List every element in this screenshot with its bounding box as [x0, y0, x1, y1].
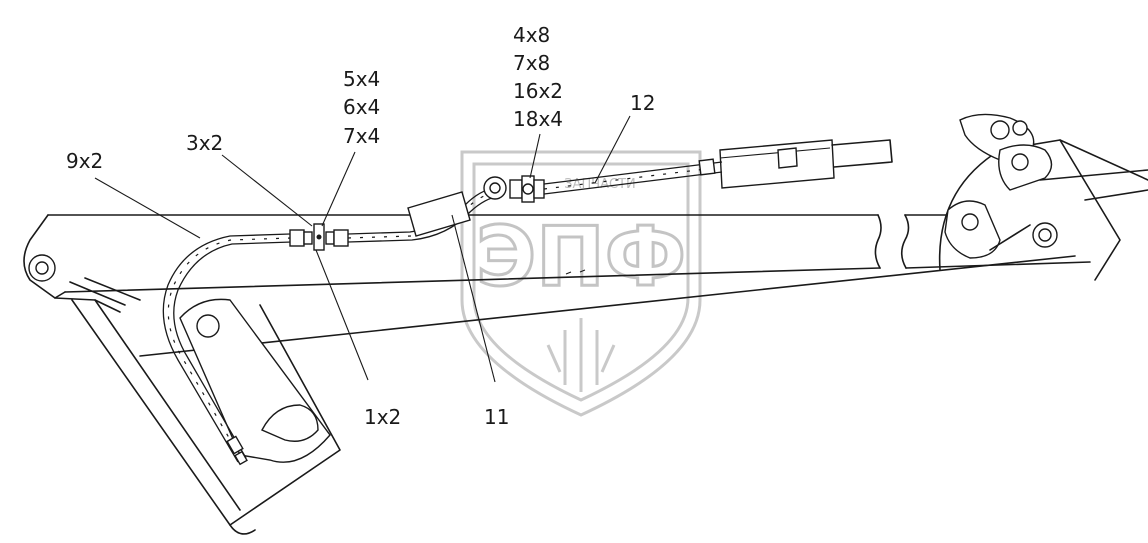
callout-1x2: 1x2 — [364, 405, 401, 429]
hose-coupling-left — [289, 229, 305, 247]
callout-leaders — [94, 115, 631, 383]
boom-arm — [23, 214, 1091, 535]
hose-coupling-right — [333, 229, 349, 247]
hydraulic-hose — [162, 158, 723, 466]
watermark-text: ЭПФ — [476, 210, 686, 305]
nut-icon — [522, 183, 534, 195]
lower-hose-fitting — [226, 435, 244, 455]
callout-11: 11 — [484, 405, 509, 429]
hydraulic-cylinder — [719, 139, 893, 189]
callout-9x2: 9x2 — [66, 149, 103, 173]
top-pin — [990, 120, 1010, 140]
callout-16x2: 16x2 — [513, 79, 563, 103]
callout-5x4: 5x4 — [343, 67, 380, 91]
watermark-logo: ЭПФ ЗАПЧАСТИ — [460, 150, 702, 417]
callout-6x4: 6x4 — [343, 95, 380, 119]
bracket-hole — [196, 314, 220, 338]
adapter-fitting — [509, 179, 523, 199]
callout-3x2: 3x2 — [186, 131, 223, 155]
right-bracket — [938, 113, 1148, 281]
link-pin — [1011, 153, 1029, 171]
callout-7x4: 7x4 — [343, 124, 380, 148]
callout-12: 12 — [630, 91, 655, 115]
callout-7x8: 7x8 — [513, 51, 550, 75]
lower-pin — [961, 213, 979, 231]
callout-18x4: 18x4 — [513, 107, 563, 131]
wheat-icon — [546, 318, 616, 392]
callout-4x8: 4x8 — [513, 23, 550, 47]
watermark-subtext: ЗАПЧАСТИ — [564, 177, 636, 192]
callout-labels: 9x2 3x2 5x4 6x4 7x4 4x8 7x8 16x2 18x4 12… — [66, 23, 655, 429]
